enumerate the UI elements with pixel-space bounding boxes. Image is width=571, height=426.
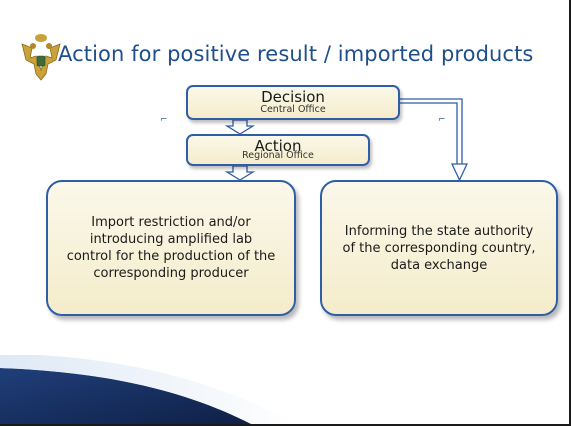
arrow-action-to-left-box — [224, 165, 256, 181]
decision-label: Decision — [261, 88, 325, 106]
arrow-decision-to-action — [224, 119, 256, 135]
connector-decision-to-right-box — [400, 98, 463, 165]
informing-authority-box: Informing the state authority of the cor… — [320, 180, 558, 316]
informing-authority-text: Informing the state authority of the cor… — [342, 223, 536, 273]
slide-title: Action for positive result / imported pr… — [58, 42, 534, 66]
action-label: Action — [254, 137, 302, 155]
import-restriction-text: Import restriction and/or introducing am… — [66, 215, 276, 281]
decision-box: Decision Central Office — [186, 85, 400, 120]
stray-mark-left: ⌐ — [160, 115, 168, 125]
decision-sublabel: Central Office — [260, 104, 326, 115]
import-restriction-box: Import restriction and/or introducing am… — [46, 180, 296, 316]
arrowhead-right-box — [450, 163, 469, 182]
action-sublabel: Regional Office — [242, 150, 314, 161]
double-headed-eagle-emblem-icon — [21, 34, 61, 81]
action-box: Action Regional Office — [186, 134, 370, 166]
stray-mark-right: ⌐ — [438, 115, 446, 125]
